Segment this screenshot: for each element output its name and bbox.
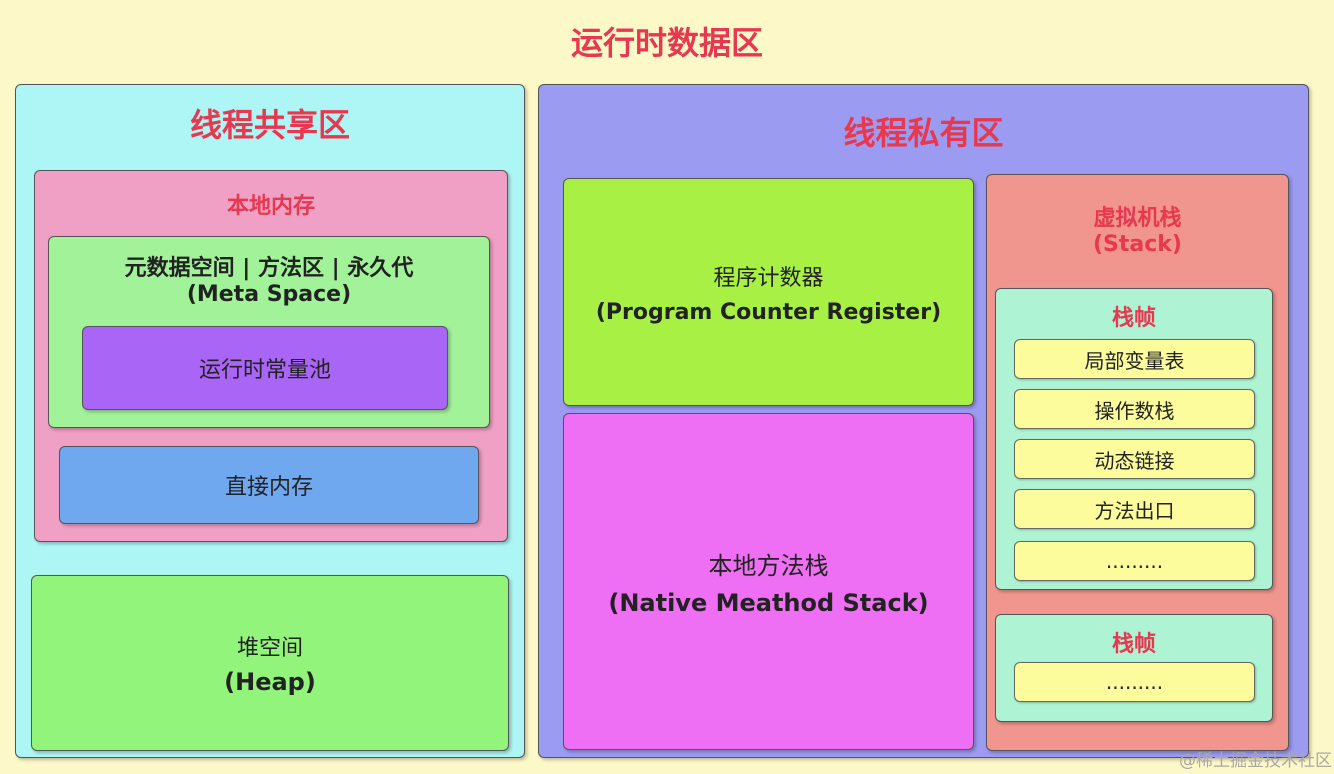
thread-shared-area-title: 线程共享区	[189, 106, 350, 144]
heap-box: 堆空间 (Heap)	[31, 575, 509, 751]
runtime-constant-pool-label: 运行时常量池	[198, 358, 331, 383]
direct-memory-box: 直接内存	[59, 446, 479, 524]
program-counter-register-label-line2: (Program Counter Register)	[595, 299, 942, 325]
metaspace-label-line2: (Meta Space)	[186, 282, 352, 307]
heap-label-line2: (Heap)	[224, 668, 316, 696]
program-counter-register-label-line1: 程序计数器	[713, 265, 824, 291]
native-memory-title: 本地内存	[226, 194, 315, 219]
frame-item-local-variables: 局部变量表	[1014, 339, 1255, 379]
frame-item-method-exit: 方法出口	[1014, 489, 1255, 529]
frame-item-operand-stack: 操作数栈	[1014, 389, 1255, 429]
frame-item-ellipsis: .........	[1014, 541, 1255, 581]
metaspace-label-line1: 元数据空间 | 方法区 | 永久代	[124, 256, 414, 281]
heap-label-line1: 堆空间	[236, 636, 303, 661]
stack-frame-title: 栈帧	[1111, 306, 1156, 331]
direct-memory-label: 直接内存	[224, 475, 313, 500]
watermark: @稀土掘金技术社区	[1179, 751, 1332, 771]
native-method-stack-label-line2: (Native Meathod Stack)	[608, 589, 929, 617]
stack-frame-title: 栈帧	[1111, 632, 1156, 657]
page-title: 运行时数据区	[570, 24, 763, 62]
frame-item-ellipsis: .........	[1014, 662, 1255, 702]
runtime-constant-pool-box: 运行时常量池	[82, 326, 448, 410]
native-method-stack-box: 本地方法栈 (Native Meathod Stack)	[563, 413, 974, 750]
program-counter-register-box: 程序计数器 (Program Counter Register)	[563, 178, 974, 406]
native-method-stack-label-line1: 本地方法栈	[708, 552, 829, 580]
vm-stack-title-line1: 虚拟机栈	[1093, 206, 1182, 231]
vm-stack-title-line2: (Stack)	[1093, 232, 1182, 257]
thread-private-area-title: 线程私有区	[843, 114, 1004, 152]
frame-item-dynamic-linking: 动态链接	[1014, 439, 1255, 479]
